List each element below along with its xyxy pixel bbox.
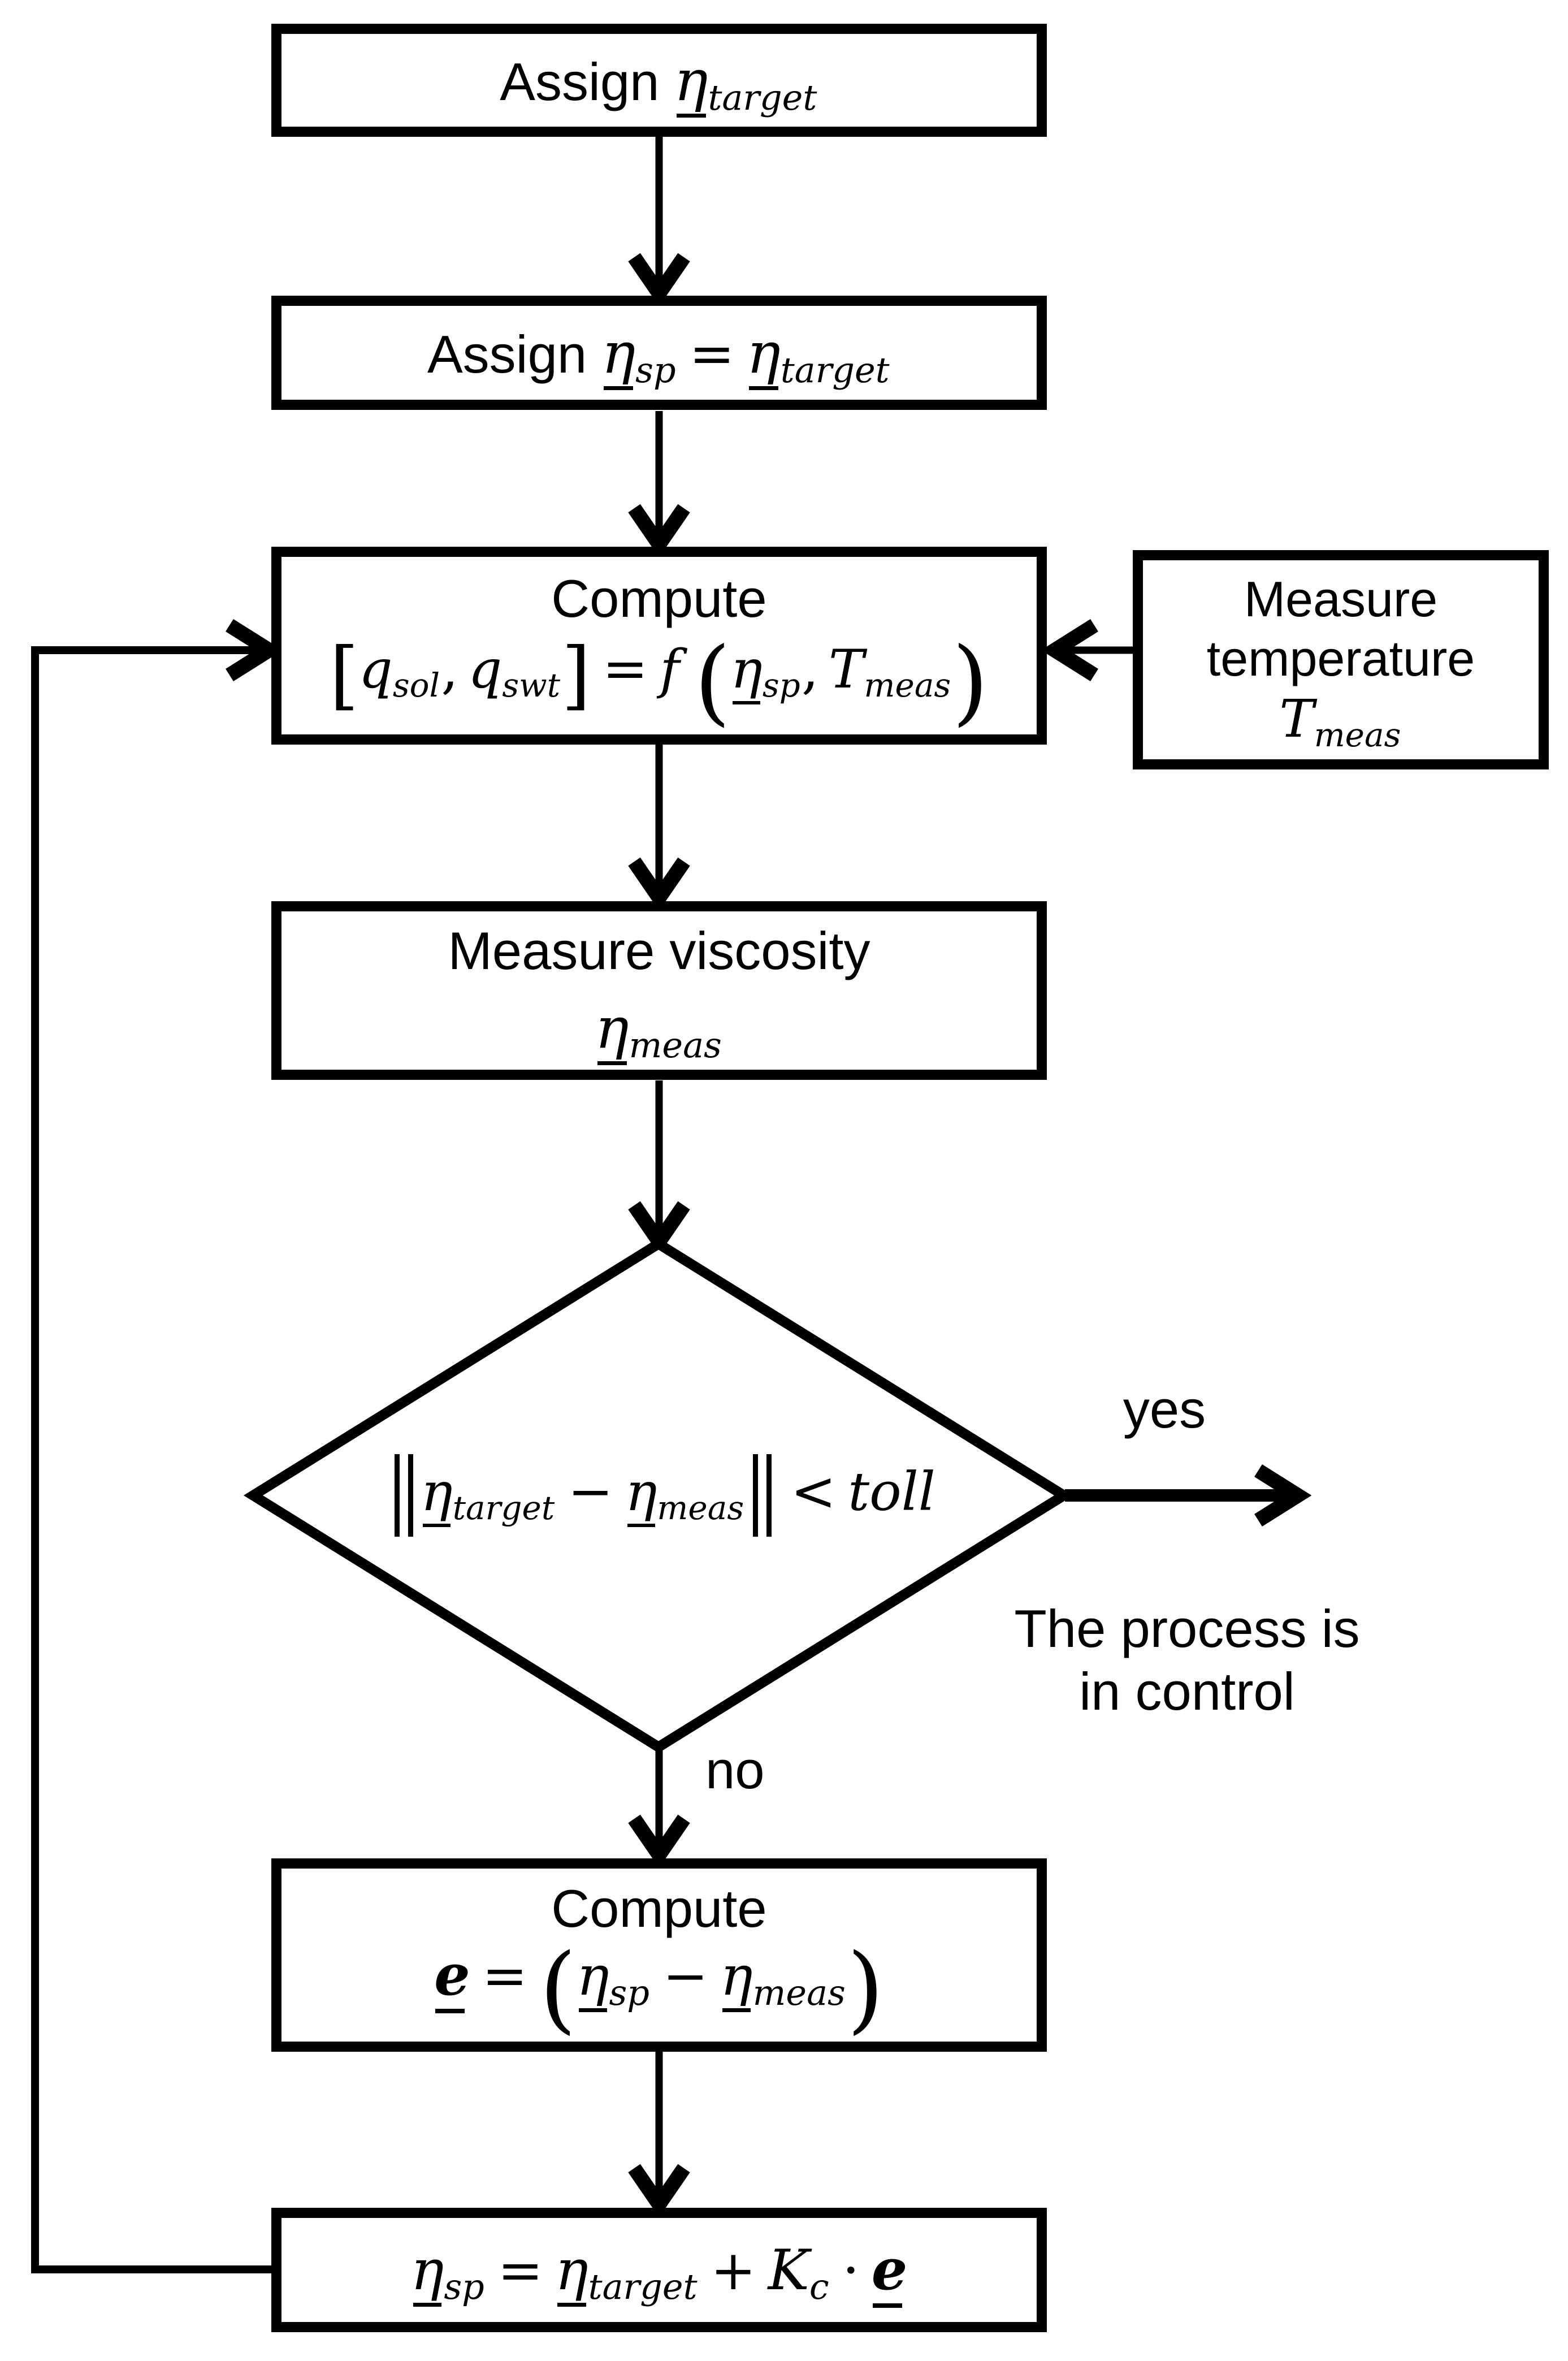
eta-sp-symbol: η (730, 638, 763, 705)
eta-target-subscript: target (708, 76, 817, 118)
process-label-line1: The process is (1014, 1599, 1360, 1658)
gain-symbol: K (768, 2238, 809, 2303)
compute-flows-formula: [qsol,qswt]=f (ηsp,Tmeas) (330, 626, 989, 736)
eta-sp-symbol: η (601, 319, 636, 390)
eta-target-subscript: target (452, 1489, 555, 1528)
measure-temp-line2: temperature (1206, 630, 1475, 687)
eta-meas-symbol: η (625, 1461, 657, 1528)
box-compute-flows: Compute [qsol,qswt]=f (ηsp,Tmeas) (271, 547, 1047, 745)
comma: , (802, 637, 819, 700)
box-measure-viscosity: Measure viscosity ηmeas (271, 901, 1047, 1080)
measure-viscosity-label: Measure viscosity (448, 921, 870, 981)
eta-sp-subscript: sp (635, 349, 676, 391)
norm-bars-left-icon (395, 1454, 414, 1537)
q-swt-symbol: q (468, 638, 503, 700)
eta-target-subscript: target (780, 349, 890, 391)
arrow-3-head-icon (628, 857, 690, 911)
compute-title: Compute (551, 569, 767, 629)
eta-target-symbol: η (555, 2238, 588, 2307)
space (659, 52, 674, 111)
minus-sign: − (568, 1459, 613, 1523)
eta-meas-symbol: η (720, 1944, 753, 2012)
eta-target-symbol: η (421, 1461, 453, 1528)
box-assign-target: Assign ηtarget (271, 24, 1047, 137)
right-paren: ) (952, 626, 989, 736)
f-function-symbol: f (660, 638, 680, 700)
arrow-2-head-icon (628, 504, 690, 557)
T-meas-subscript: meas (864, 665, 951, 704)
feedback-loop-line (31, 646, 276, 2273)
error-vector-symbol: e (434, 1941, 470, 2014)
measure-temp-line1: Measure (1244, 570, 1438, 627)
left-bracket: [ (330, 632, 359, 719)
gain-subscript: c (809, 2266, 829, 2308)
q-sol-symbol: q (358, 638, 393, 700)
q-sol-subscript: sol (392, 665, 440, 704)
error-vector-symbol: e (871, 2235, 908, 2308)
decision-diamond-shape (243, 1238, 1074, 1753)
assign-sp-label: Assign (427, 324, 587, 384)
assign-target-label: Assign (500, 51, 660, 111)
box-compute-error: Compute e=(ηsp−ηmeas) (271, 1858, 1047, 2052)
yes-branch-label: yes (1123, 1380, 1206, 1439)
no-branch-label: no (705, 1740, 765, 1800)
process-in-control-label: The process is in control (995, 1598, 1379, 1723)
eta-sp-subscript: sp (609, 1971, 649, 2013)
right-bracket: ] (561, 632, 591, 719)
equals-sign: = (497, 2238, 543, 2302)
T-meas-subscript: meas (1314, 715, 1401, 754)
plus-sign: + (711, 2238, 756, 2302)
left-paren: ( (539, 1933, 577, 2044)
eta-meas-subscript: meas (752, 1971, 846, 2013)
norm-bars-right-icon (752, 1454, 772, 1537)
feedback-arrowhead-icon (226, 619, 283, 682)
arrow-1-head-icon (628, 253, 690, 306)
T-meas-symbol: T (828, 638, 864, 700)
q-swt-subscript: swt (502, 665, 561, 704)
yes-arrowhead-icon (1254, 1464, 1312, 1527)
eta-meas-subscript: meas (629, 1024, 722, 1066)
space (587, 325, 601, 384)
tolerance-symbol: toll (848, 1461, 935, 1523)
process-label-line2: in control (1079, 1661, 1295, 1721)
eta-target-subscript: target (588, 2266, 698, 2308)
comma: , (441, 637, 458, 700)
right-paren: ) (847, 1933, 884, 2044)
arrow-6-head-icon (628, 2164, 690, 2217)
arrow-no-head-icon (628, 1814, 690, 1868)
decision-condition: ηtarget−ηmeas<toll (294, 1374, 1029, 1617)
T-meas-symbol: T (1279, 689, 1314, 750)
less-than-sign: < (790, 1459, 837, 1523)
box-measure-temperature: Measure temperature Tmeas (1133, 550, 1549, 769)
eta-sp-subscript: sp (444, 2266, 484, 2308)
box-assign-setpoint: Assign ηsp=ηtarget (271, 296, 1047, 410)
box-update-setpoint: ηsp=ηtarget+Kc·e (271, 2208, 1047, 2332)
eta-target-symbol: η (746, 319, 781, 390)
compute-title: Compute (551, 1879, 767, 1939)
temp-arrowhead-icon (1041, 619, 1098, 682)
left-paren: ( (694, 626, 731, 736)
space (679, 639, 694, 699)
eta-sp-subscript: sp (762, 665, 800, 704)
dot-operator: · (842, 2238, 860, 2302)
equals-sign: = (602, 637, 648, 700)
equals-sign: = (689, 322, 735, 386)
minus-sign: − (662, 1944, 708, 2008)
eta-sp-symbol: η (410, 2238, 444, 2307)
eta-sp-symbol: η (576, 1944, 609, 2012)
equals-sign: = (482, 1944, 528, 2008)
eta-meas-symbol: η (595, 994, 629, 1065)
eta-meas-subscript: meas (657, 1489, 744, 1528)
eta-target-symbol: η (674, 47, 708, 118)
